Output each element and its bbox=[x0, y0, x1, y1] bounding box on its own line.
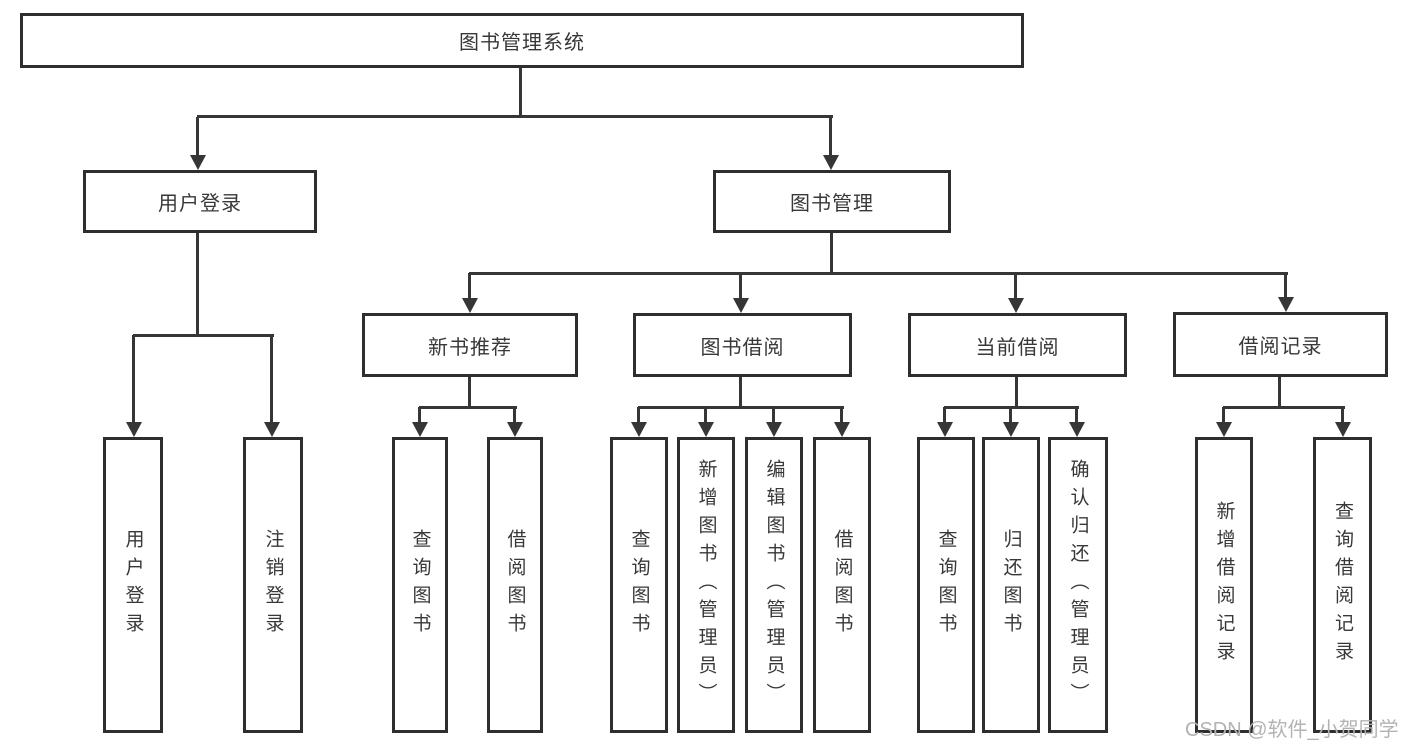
node-new-book-recommendation: 新书推荐 bbox=[362, 313, 578, 377]
node-label: 新书推荐 bbox=[428, 336, 512, 359]
leaf-label: 确认归还（管理员） bbox=[1067, 459, 1089, 711]
connector-line bbox=[133, 334, 274, 337]
arrow-down-icon bbox=[1069, 407, 1085, 437]
leaf-label: 借阅图书 bbox=[831, 529, 853, 641]
leaf-borrow-books: 借阅图书 bbox=[813, 437, 871, 733]
connector-line bbox=[830, 233, 833, 275]
leaf-add-books-admin: 新增图书（管理员） bbox=[677, 437, 735, 733]
connector-line bbox=[1223, 406, 1345, 409]
leaf-label: 归还图书 bbox=[1000, 529, 1022, 641]
leaf-logout: 注销登录 bbox=[243, 437, 303, 733]
connector-line bbox=[638, 406, 844, 409]
leaf-label: 查询图书 bbox=[628, 529, 650, 641]
leaf-query-books-borrowing: 查询图书 bbox=[610, 437, 668, 733]
leaf-label: 注销登录 bbox=[262, 529, 284, 641]
leaf-add-borrow-record: 新增借阅记录 bbox=[1195, 437, 1253, 733]
connector-line bbox=[469, 272, 1288, 275]
leaf-label: 用户登录 bbox=[122, 529, 144, 641]
connector-line bbox=[519, 68, 522, 118]
node-label: 用户登录 bbox=[158, 193, 242, 215]
leaf-confirm-return-admin: 确认归还（管理员） bbox=[1048, 437, 1108, 733]
node-label: 图书管理 bbox=[790, 193, 874, 215]
connector-line bbox=[468, 377, 471, 409]
arrow-down-icon bbox=[507, 407, 523, 437]
arrow-down-icon bbox=[412, 407, 428, 437]
arrow-down-icon bbox=[834, 407, 850, 437]
connector-line bbox=[419, 406, 517, 409]
node-library-management-system: 图书管理系统 bbox=[20, 13, 1024, 68]
node-label: 借阅记录 bbox=[1238, 336, 1323, 358]
arrow-down-icon bbox=[1278, 273, 1294, 312]
leaf-label: 查询图书 bbox=[935, 529, 957, 641]
arrow-down-icon bbox=[462, 273, 478, 313]
leaf-label: 查询借阅记录 bbox=[1332, 501, 1353, 669]
arrow-down-icon bbox=[823, 117, 839, 170]
node-label: 图书管理系统 bbox=[459, 32, 585, 54]
connector-line bbox=[1015, 377, 1018, 409]
connector-line bbox=[197, 115, 833, 118]
arrow-down-icon bbox=[1008, 273, 1024, 313]
leaf-borrow-books-recommend: 借阅图书 bbox=[487, 437, 543, 733]
node-label: 图书借阅 bbox=[700, 336, 785, 359]
connector-line bbox=[1278, 377, 1281, 409]
connector-line bbox=[196, 233, 199, 337]
node-borrowing-records: 借阅记录 bbox=[1173, 312, 1388, 377]
leaf-edit-books-admin: 编辑图书（管理员） bbox=[745, 437, 803, 733]
leaf-label: 新增图书（管理员） bbox=[695, 459, 717, 711]
arrow-down-icon bbox=[698, 407, 714, 437]
arrow-down-icon bbox=[631, 407, 647, 437]
leaf-label: 查询图书 bbox=[409, 529, 431, 641]
csdn-watermark: CSDN @软件_小贺同学 bbox=[1185, 719, 1399, 741]
arrow-down-icon bbox=[766, 407, 782, 437]
leaf-user-login: 用户登录 bbox=[103, 437, 163, 733]
arrow-down-icon bbox=[733, 273, 749, 313]
node-book-management-branch: 图书管理 bbox=[713, 170, 951, 233]
node-label: 当前借阅 bbox=[975, 336, 1060, 359]
leaf-query-borrow-record: 查询借阅记录 bbox=[1313, 437, 1372, 733]
node-user-login-branch: 用户登录 bbox=[83, 170, 317, 233]
arrow-down-icon bbox=[126, 335, 142, 437]
leaf-return-books: 归还图书 bbox=[982, 437, 1040, 733]
node-book-borrowing: 图书借阅 bbox=[633, 313, 852, 377]
arrow-down-icon bbox=[1216, 407, 1232, 437]
arrow-down-icon bbox=[937, 407, 953, 437]
leaf-query-books-current: 查询图书 bbox=[917, 437, 975, 733]
arrow-down-icon bbox=[190, 117, 206, 170]
arrow-down-icon bbox=[264, 335, 280, 437]
leaf-label: 借阅图书 bbox=[504, 529, 526, 641]
arrow-down-icon bbox=[1335, 407, 1351, 437]
node-current-borrowing: 当前借阅 bbox=[908, 313, 1127, 377]
leaf-label: 编辑图书（管理员） bbox=[763, 459, 785, 711]
connector-line bbox=[739, 377, 742, 409]
arrow-down-icon bbox=[1003, 407, 1019, 437]
leaf-label: 新增借阅记录 bbox=[1213, 501, 1235, 669]
leaf-query-books-recommend: 查询图书 bbox=[392, 437, 448, 733]
